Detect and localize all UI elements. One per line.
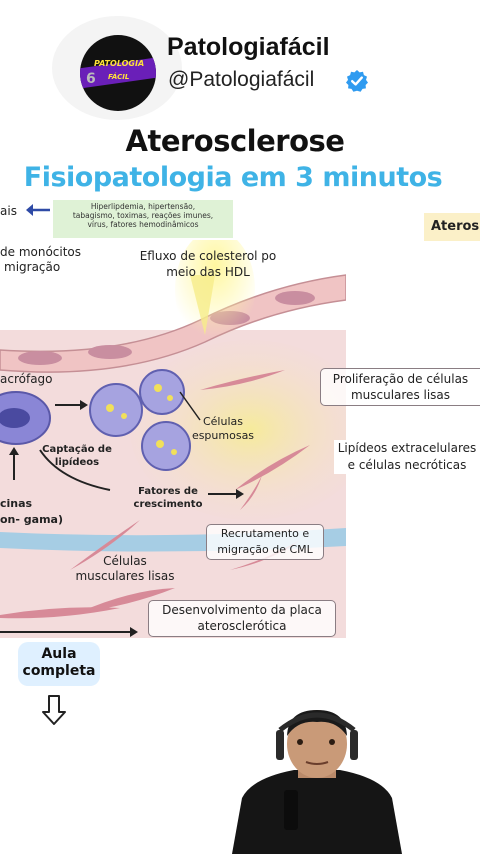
label-proliferation-line1: Proliferação de células	[332, 372, 469, 386]
label-proliferation-line2: musculares lisas	[350, 388, 451, 402]
label-monocytes: de monócitos migração	[0, 245, 90, 275]
label-efflux-line2: meio das HDL	[166, 265, 250, 279]
label-lipids-line1: Lipídeos extracelulares	[337, 441, 477, 455]
post-header: 6 PATOLOGIA FÁCIL Patologiafácil @Patolo…	[0, 0, 480, 125]
label-plaque-line1: Desenvolvimento da placa	[162, 603, 322, 617]
label-recruitment-line2: migração de CML	[217, 543, 313, 556]
label-cytokines: cinas on- gama)	[0, 496, 70, 528]
label-smooth-muscle-line2: musculares lisas	[75, 569, 175, 583]
label-growth-factors-line1: Fatores de	[138, 486, 198, 497]
cut-off-left-label: ais	[0, 204, 17, 218]
label-foam-cells-line1: Células	[202, 415, 243, 428]
label-foam-cells: Células espumosas	[188, 415, 258, 443]
label-growth-factors: Fatores de crescimento	[128, 485, 208, 511]
full-class-line1: Aula	[41, 646, 77, 662]
verified-badge-icon	[346, 70, 368, 92]
full-class-badge[interactable]: Aula completa	[18, 642, 100, 686]
avatar-text-line1: PATOLOGIA	[94, 59, 145, 68]
label-recruitment: Recrutamento e migração de CML	[206, 524, 324, 560]
label-smooth-muscle-cells: Células musculares lisas	[70, 554, 180, 584]
label-plaque-development: Desenvolvimento da placa aterosclerótica	[148, 600, 336, 637]
label-smooth-muscle-line1: Células	[103, 554, 147, 568]
display-name[interactable]: Patologiafácil	[167, 33, 330, 61]
label-extracellular-lipids: Lipídeos extracelulares e células necrót…	[334, 440, 480, 474]
label-cytokines-line1: cinas	[0, 497, 33, 510]
label-monocytes-line2: migração	[4, 260, 61, 274]
cut-off-right-box: Ateros	[424, 213, 480, 241]
label-macrophage: acrófago	[0, 372, 53, 386]
label-cytokines-line2: on- gama)	[0, 513, 63, 526]
risk-factors-line2: tabagismo, toximas, reações imunes,	[72, 211, 214, 220]
label-plaque-line2: aterosclerótica	[197, 619, 287, 633]
label-recruitment-line1: Recrutamento e	[220, 527, 310, 540]
avatar-text-line2: FÁCIL	[108, 73, 130, 81]
label-cholesterol-efflux: Efluxo de colesterol po meio das HDL	[128, 248, 288, 280]
label-monocytes-line1: de monócitos	[0, 245, 82, 259]
arrow-left-icon	[26, 204, 50, 216]
label-lipid-uptake-line1: Captação de	[42, 444, 112, 455]
presenter-webcam	[232, 710, 402, 854]
label-lipid-uptake-line2: lipídeos	[54, 457, 100, 468]
post-subtitle: Fisiopatologia em 3 minutos	[23, 162, 443, 193]
risk-factors-box: Hiperlipdemia, hipertensão, tabagismo, t…	[53, 200, 233, 238]
avatar-number: 6	[86, 71, 96, 87]
full-class-line2: completa	[22, 663, 96, 679]
diagram-illustration	[0, 240, 346, 638]
label-efflux-line1: Efluxo de colesterol po	[139, 249, 277, 263]
atherosclerosis-diagram: de monócitos migração Efluxo de colester…	[0, 240, 346, 638]
risk-factors-line1: Hiperlipdemia, hipertensão,	[90, 202, 196, 211]
label-foam-cells-line2: espumosas	[191, 429, 255, 442]
label-lipids-line2: e células necróticas	[347, 458, 467, 472]
label-smc-proliferation: Proliferação de células musculares lisas	[320, 368, 480, 406]
risk-factors-line3: vírus, fatores hemodinâmicos	[87, 220, 199, 229]
label-growth-factors-line2: crescimento	[133, 499, 203, 510]
label-lipid-uptake: Captação de lipídeos	[38, 443, 116, 469]
arrow-down-icon	[42, 695, 66, 725]
avatar[interactable]: 6 PATOLOGIA FÁCIL	[80, 35, 156, 111]
post-title: Aterosclerose	[125, 124, 345, 158]
handle[interactable]: @Patologiafácil	[168, 68, 315, 91]
